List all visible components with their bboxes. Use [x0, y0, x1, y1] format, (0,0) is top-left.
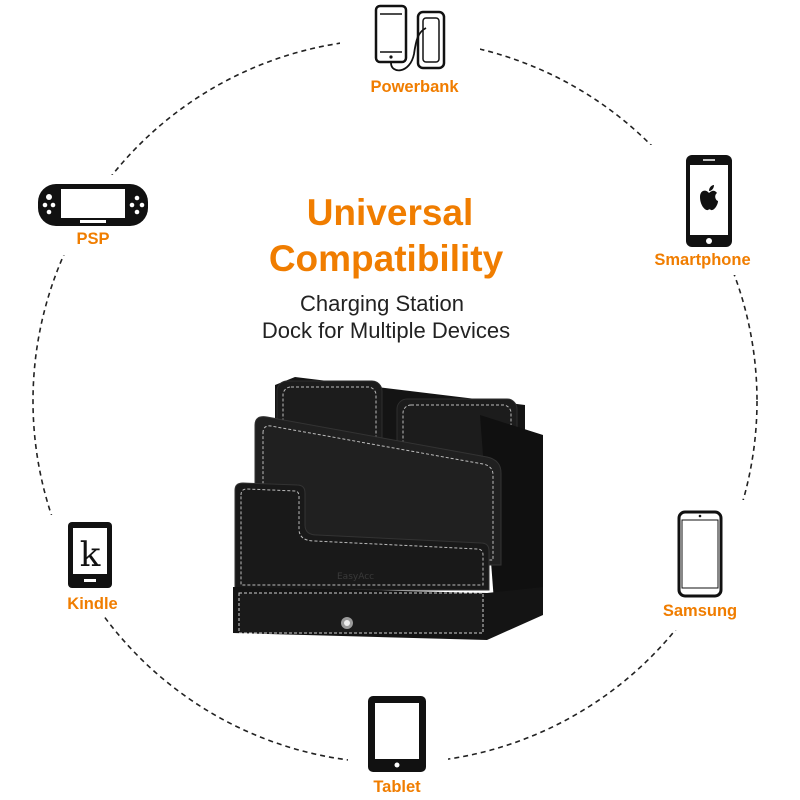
psp-handheld-icon — [38, 184, 148, 226]
device-label-smartphone: Smartphone — [654, 251, 751, 269]
apple-smartphone-icon — [686, 155, 732, 247]
charging-station-organizer: EasyAcc — [233, 377, 543, 640]
svg-text:k: k — [80, 535, 101, 575]
device-label-tablet: Tablet — [373, 778, 421, 796]
samsung-phone-icon — [677, 510, 723, 598]
heading-line-1: Universal — [306, 192, 474, 233]
subheading-line-1: Charging Station — [300, 291, 464, 316]
subheading-line-2: Dock for Multiple Devices — [261, 318, 511, 343]
phone-powerbank-icon — [374, 4, 446, 72]
device-label-psp: PSP — [76, 230, 110, 248]
kindle-ereader-icon: k — [68, 522, 112, 588]
product-brand: EasyAcc — [337, 572, 374, 582]
heading-line-2: Compatibility — [268, 238, 504, 279]
tablet-icon — [368, 696, 426, 772]
device-label-powerbank: Powerbank — [370, 78, 459, 96]
device-label-kindle: Kindle — [67, 595, 118, 613]
device-label-samsung: Samsung — [662, 602, 738, 620]
